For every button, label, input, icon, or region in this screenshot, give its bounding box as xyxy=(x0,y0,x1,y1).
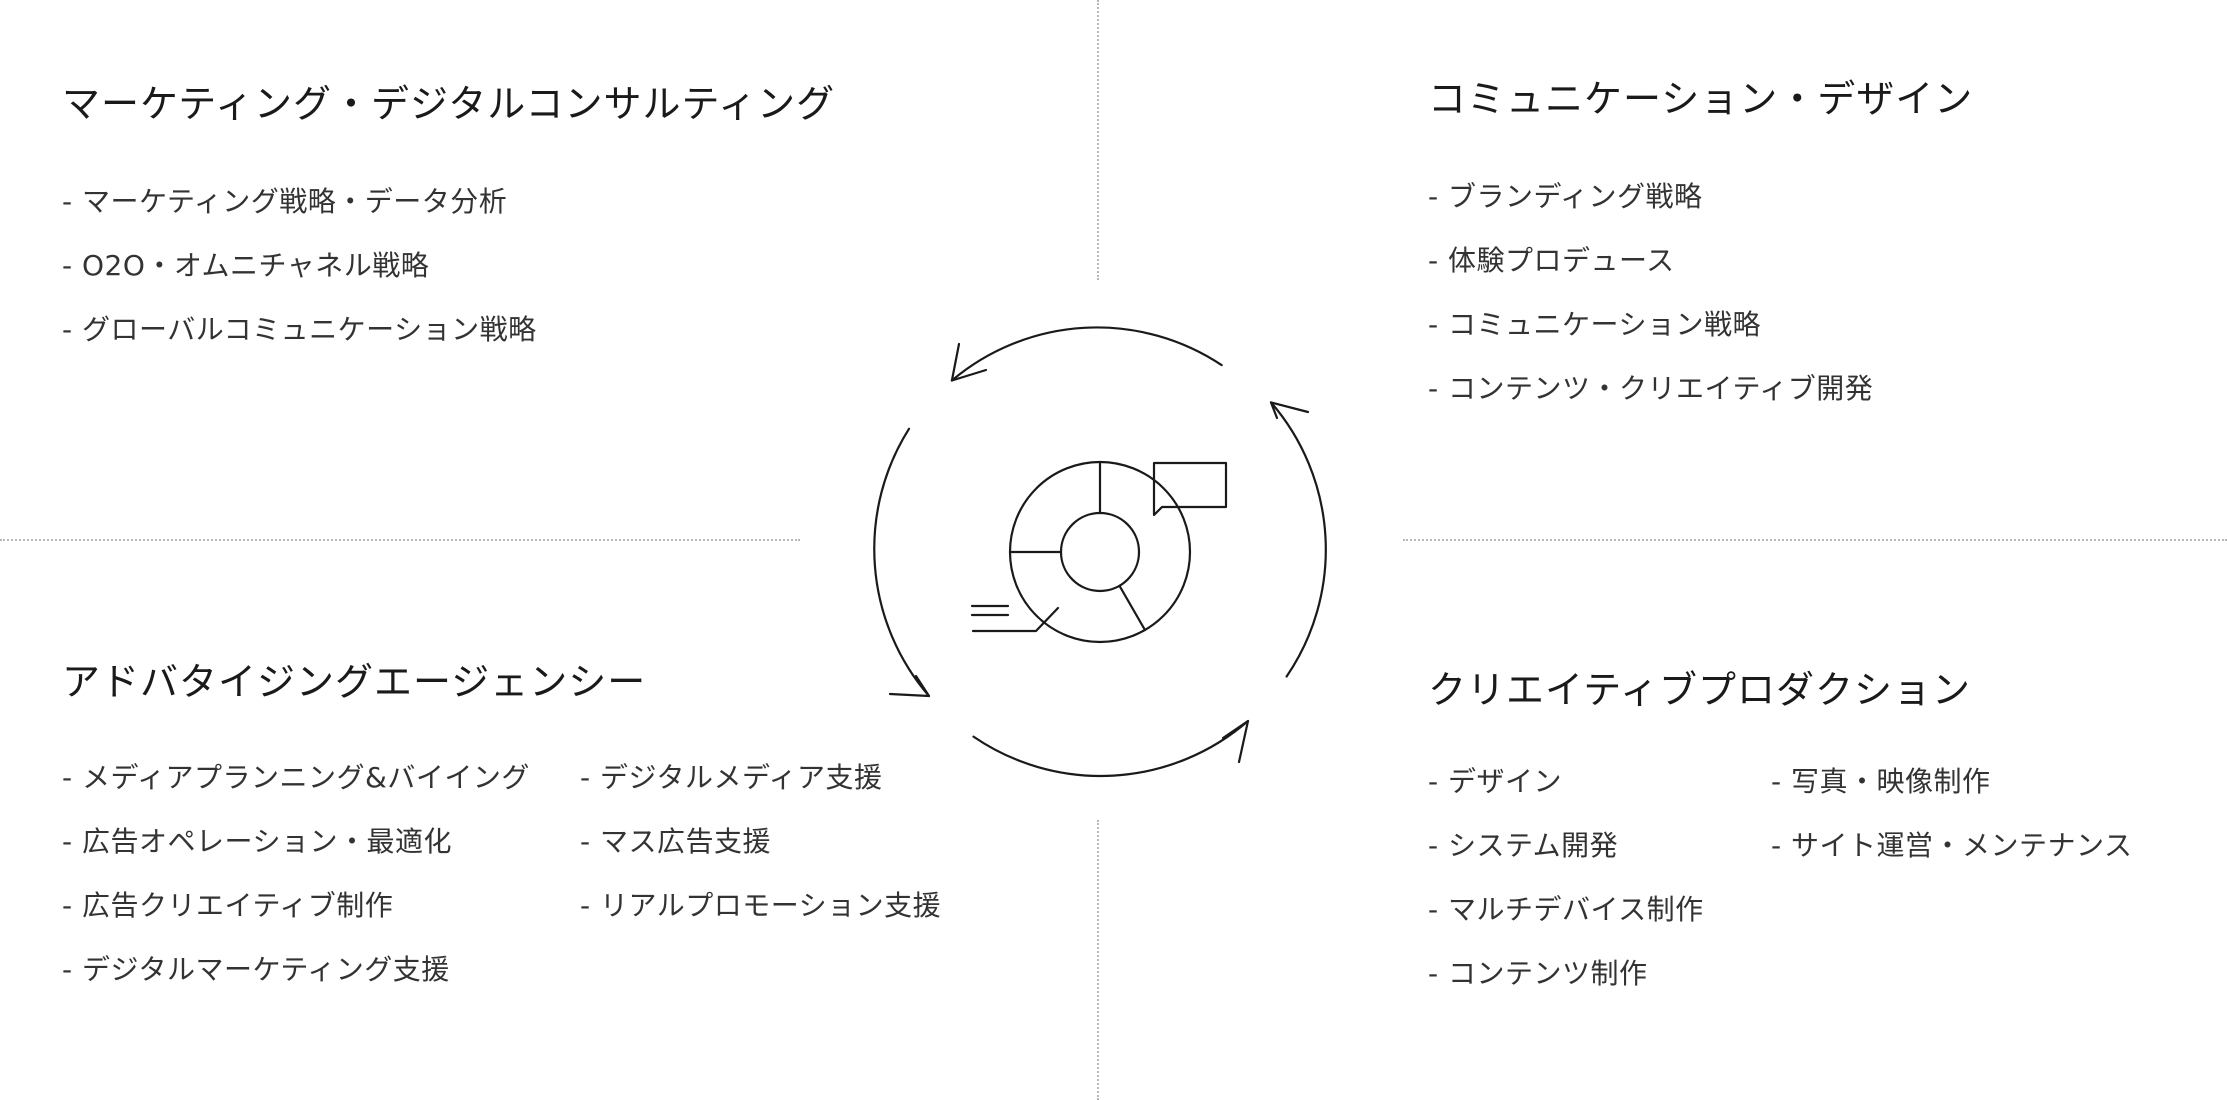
list-item: - メディアプランニング&バイイング xyxy=(62,760,530,794)
list-item: - コンテンツ制作 xyxy=(1428,956,1648,990)
arrowhead-left xyxy=(888,674,931,698)
quadrant-title: コミュニケーション・デザイン xyxy=(1428,77,1974,121)
list-item: - O2O・オムニチャネル戦略 xyxy=(62,248,430,282)
quadrant-communication-design: コミュニケーション・デザイン - ブランディング戦略 - 体験プロデュース - … xyxy=(1428,77,1973,421)
list-item: - グローバルコミュニケーション戦略 xyxy=(62,312,537,346)
quadrant-title: クリエイティブプロダクション xyxy=(1428,668,1971,712)
service-list-col2: - デジタルメディア支援 - マス広告支援 - リアルプロモーション支援 xyxy=(580,746,941,1002)
segmented-donut-icon xyxy=(1008,460,1192,644)
cycle-arc-top xyxy=(950,326,1223,382)
service-columns: - メディアプランニング&バイイング - 広告オペレーション・最適化 - 広告ク… xyxy=(62,746,941,1002)
quadrant-marketing-consulting: マーケティング・デジタルコンサルティング - マーケティング戦略・データ分析 -… xyxy=(62,82,835,362)
cycle-arc-bottom xyxy=(972,719,1250,778)
arrowhead-top xyxy=(950,342,988,382)
list-item: - 体験プロデュース xyxy=(1428,243,1675,277)
list-item: - ブランディング戦略 xyxy=(1428,179,1703,213)
list-item: - コンテンツ・クリエイティブ開発 xyxy=(1428,371,1874,405)
service-list-col1: - メディアプランニング&バイイング - 広告オペレーション・最適化 - 広告ク… xyxy=(62,746,580,1002)
list-item: - 写真・映像制作 xyxy=(1771,764,1991,798)
quadrant-advertising-agency: アドバタイジングエージェンシー - メディアプランニング&バイイング - 広告オ… xyxy=(62,660,941,1002)
list-item: - 広告クリエイティブ制作 xyxy=(62,888,394,922)
quadrant-title: マーケティング・デジタルコンサルティング xyxy=(62,82,836,126)
divider-horizontal-right xyxy=(1403,539,2227,541)
quadrant-creative-production: クリエイティブプロダクション - デザイン - システム開発 - マルチデバイス… xyxy=(1428,668,2132,1006)
list-item: - コミュニケーション戦略 xyxy=(1428,307,1761,341)
arrowhead-right xyxy=(1269,401,1310,420)
list-item: - マス広告支援 xyxy=(580,824,772,858)
cycle-arc-right xyxy=(1269,401,1327,678)
list-item: - マーケティング戦略・データ分析 xyxy=(62,184,508,218)
list-item: - マルチデバイス制作 xyxy=(1428,892,1704,926)
cycle-arc-left xyxy=(873,427,931,698)
divider-vertical-top xyxy=(1097,0,1099,280)
service-list-col2: - 写真・映像制作 - サイト運営・メンテナンス xyxy=(1771,750,2132,1006)
arrowhead-bottom xyxy=(1221,719,1250,764)
cycle-arrows-icon xyxy=(873,326,1327,778)
list-item: - 広告オペレーション・最適化 xyxy=(62,824,452,858)
list-item: - デザイン xyxy=(1428,764,1563,798)
cycle-diagram-icon xyxy=(873,326,1327,778)
quadrant-title: アドバタイジングエージェンシー xyxy=(62,660,647,704)
divider-vertical-bottom xyxy=(1097,820,1099,1100)
list-item: - サイト運営・メンテナンス xyxy=(1771,828,2133,862)
speech-bubble-icon xyxy=(1152,461,1228,517)
service-list: - マーケティング戦略・データ分析 - O2O・オムニチャネル戦略 - グローバ… xyxy=(62,170,835,362)
service-list: - ブランディング戦略 - 体験プロデュース - コミュニケーション戦略 - コ… xyxy=(1428,165,1973,421)
list-item: - デジタルメディア支援 xyxy=(580,760,883,794)
service-list-col1: - デザイン - システム開発 - マルチデバイス制作 - コンテンツ制作 xyxy=(1428,750,1771,1006)
list-item: - リアルプロモーション支援 xyxy=(580,888,942,922)
motion-lines-icon xyxy=(970,604,1060,633)
service-columns: - デザイン - システム開発 - マルチデバイス制作 - コンテンツ制作 - … xyxy=(1428,750,2132,1006)
list-item: - デジタルマーケティング支援 xyxy=(62,952,450,986)
divider-horizontal-left xyxy=(0,539,800,541)
list-item: - システム開発 xyxy=(1428,828,1619,862)
